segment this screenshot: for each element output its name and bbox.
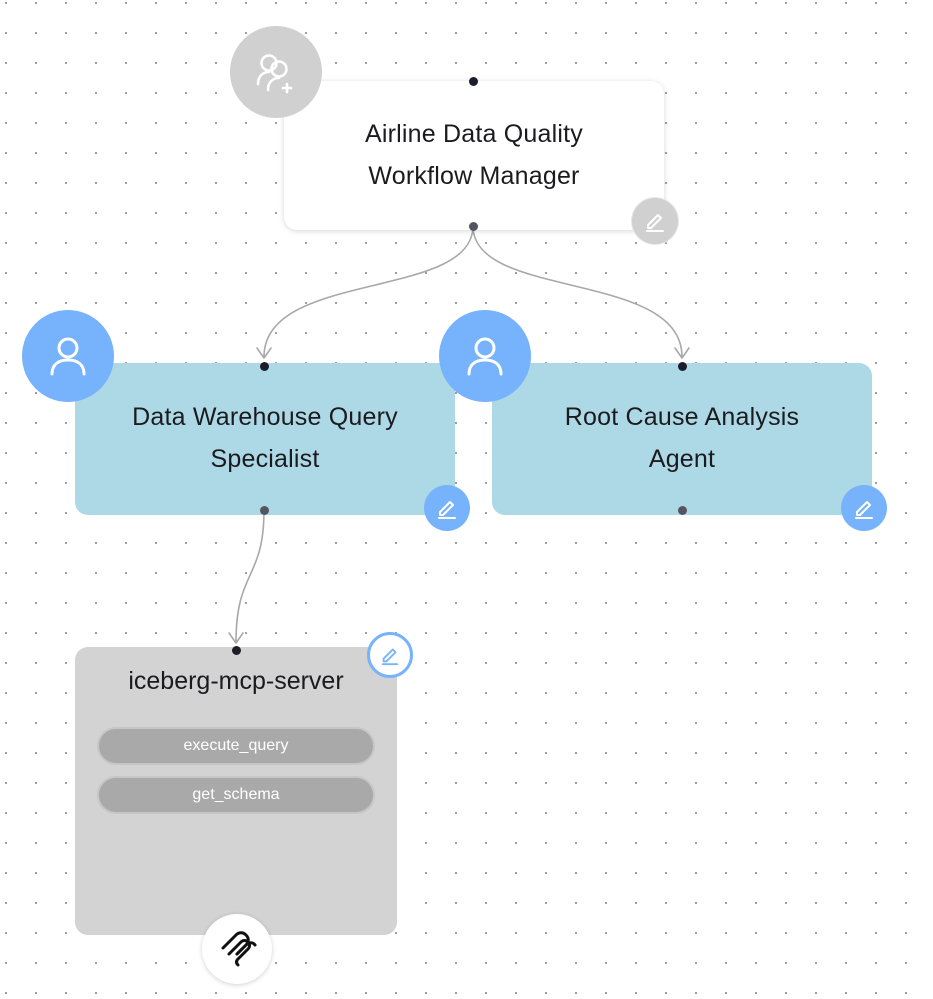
arrowhead-agent-1 xyxy=(256,347,272,359)
mcp-logo-badge xyxy=(202,914,272,984)
pencil-icon xyxy=(381,648,399,666)
node-label-line-2: Specialist xyxy=(210,445,320,473)
node-label-line-1: Data Warehouse Query xyxy=(132,403,398,431)
node-root-cause-analysis-agent[interactable]: Root Cause Analysis Agent xyxy=(492,363,872,515)
pencil-icon xyxy=(438,501,456,519)
user-icon xyxy=(50,337,86,376)
agent-2-avatar xyxy=(439,310,531,402)
arrowhead-agent-2 xyxy=(674,347,690,359)
agent-2-edit-button[interactable] xyxy=(841,485,887,531)
tool-pill-execute-query[interactable]: execute_query xyxy=(97,727,375,765)
tool-server-edit-button[interactable] xyxy=(367,632,413,678)
node-label-line-2: Agent xyxy=(648,445,716,473)
node-iceberg-mcp-server[interactable]: iceberg-mcp-server execute_query get_sch… xyxy=(75,647,397,935)
mcp-logo-icon xyxy=(221,931,257,967)
node-label-line-1: Airline Data Quality xyxy=(365,120,583,148)
agent-1-avatar xyxy=(22,310,114,402)
handle-manager-out[interactable] xyxy=(468,221,478,231)
manager-avatar xyxy=(230,26,322,118)
pencil-icon xyxy=(646,214,664,232)
handle-tool-server-in[interactable] xyxy=(231,645,241,655)
user-icon xyxy=(467,337,503,376)
arrowhead-tool-server xyxy=(228,632,244,644)
edge-agent-1-to-tool-server xyxy=(235,509,265,643)
handle-agent-1-out[interactable] xyxy=(259,505,269,515)
handle-agent-2-in[interactable] xyxy=(677,361,687,371)
node-data-warehouse-query-specialist[interactable]: Data Warehouse Query Specialist xyxy=(75,363,455,515)
agent-1-edit-button[interactable] xyxy=(424,485,470,531)
node-label-line-1: Root Cause Analysis xyxy=(564,403,800,431)
node-label-line-2: Workflow Manager xyxy=(368,162,580,190)
handle-agent-1-in[interactable] xyxy=(259,361,269,371)
node-workflow-manager[interactable]: Airline Data Quality Workflow Manager xyxy=(284,81,664,230)
handle-manager-in[interactable] xyxy=(468,76,478,86)
pencil-icon xyxy=(855,501,873,519)
handle-agent-2-out[interactable] xyxy=(677,505,687,515)
user-search-plus-icon xyxy=(256,54,293,94)
tool-server-title: iceberg-mcp-server xyxy=(128,667,344,695)
manager-edit-button[interactable] xyxy=(632,198,678,244)
tool-pill-get-schema[interactable]: get_schema xyxy=(97,776,375,814)
